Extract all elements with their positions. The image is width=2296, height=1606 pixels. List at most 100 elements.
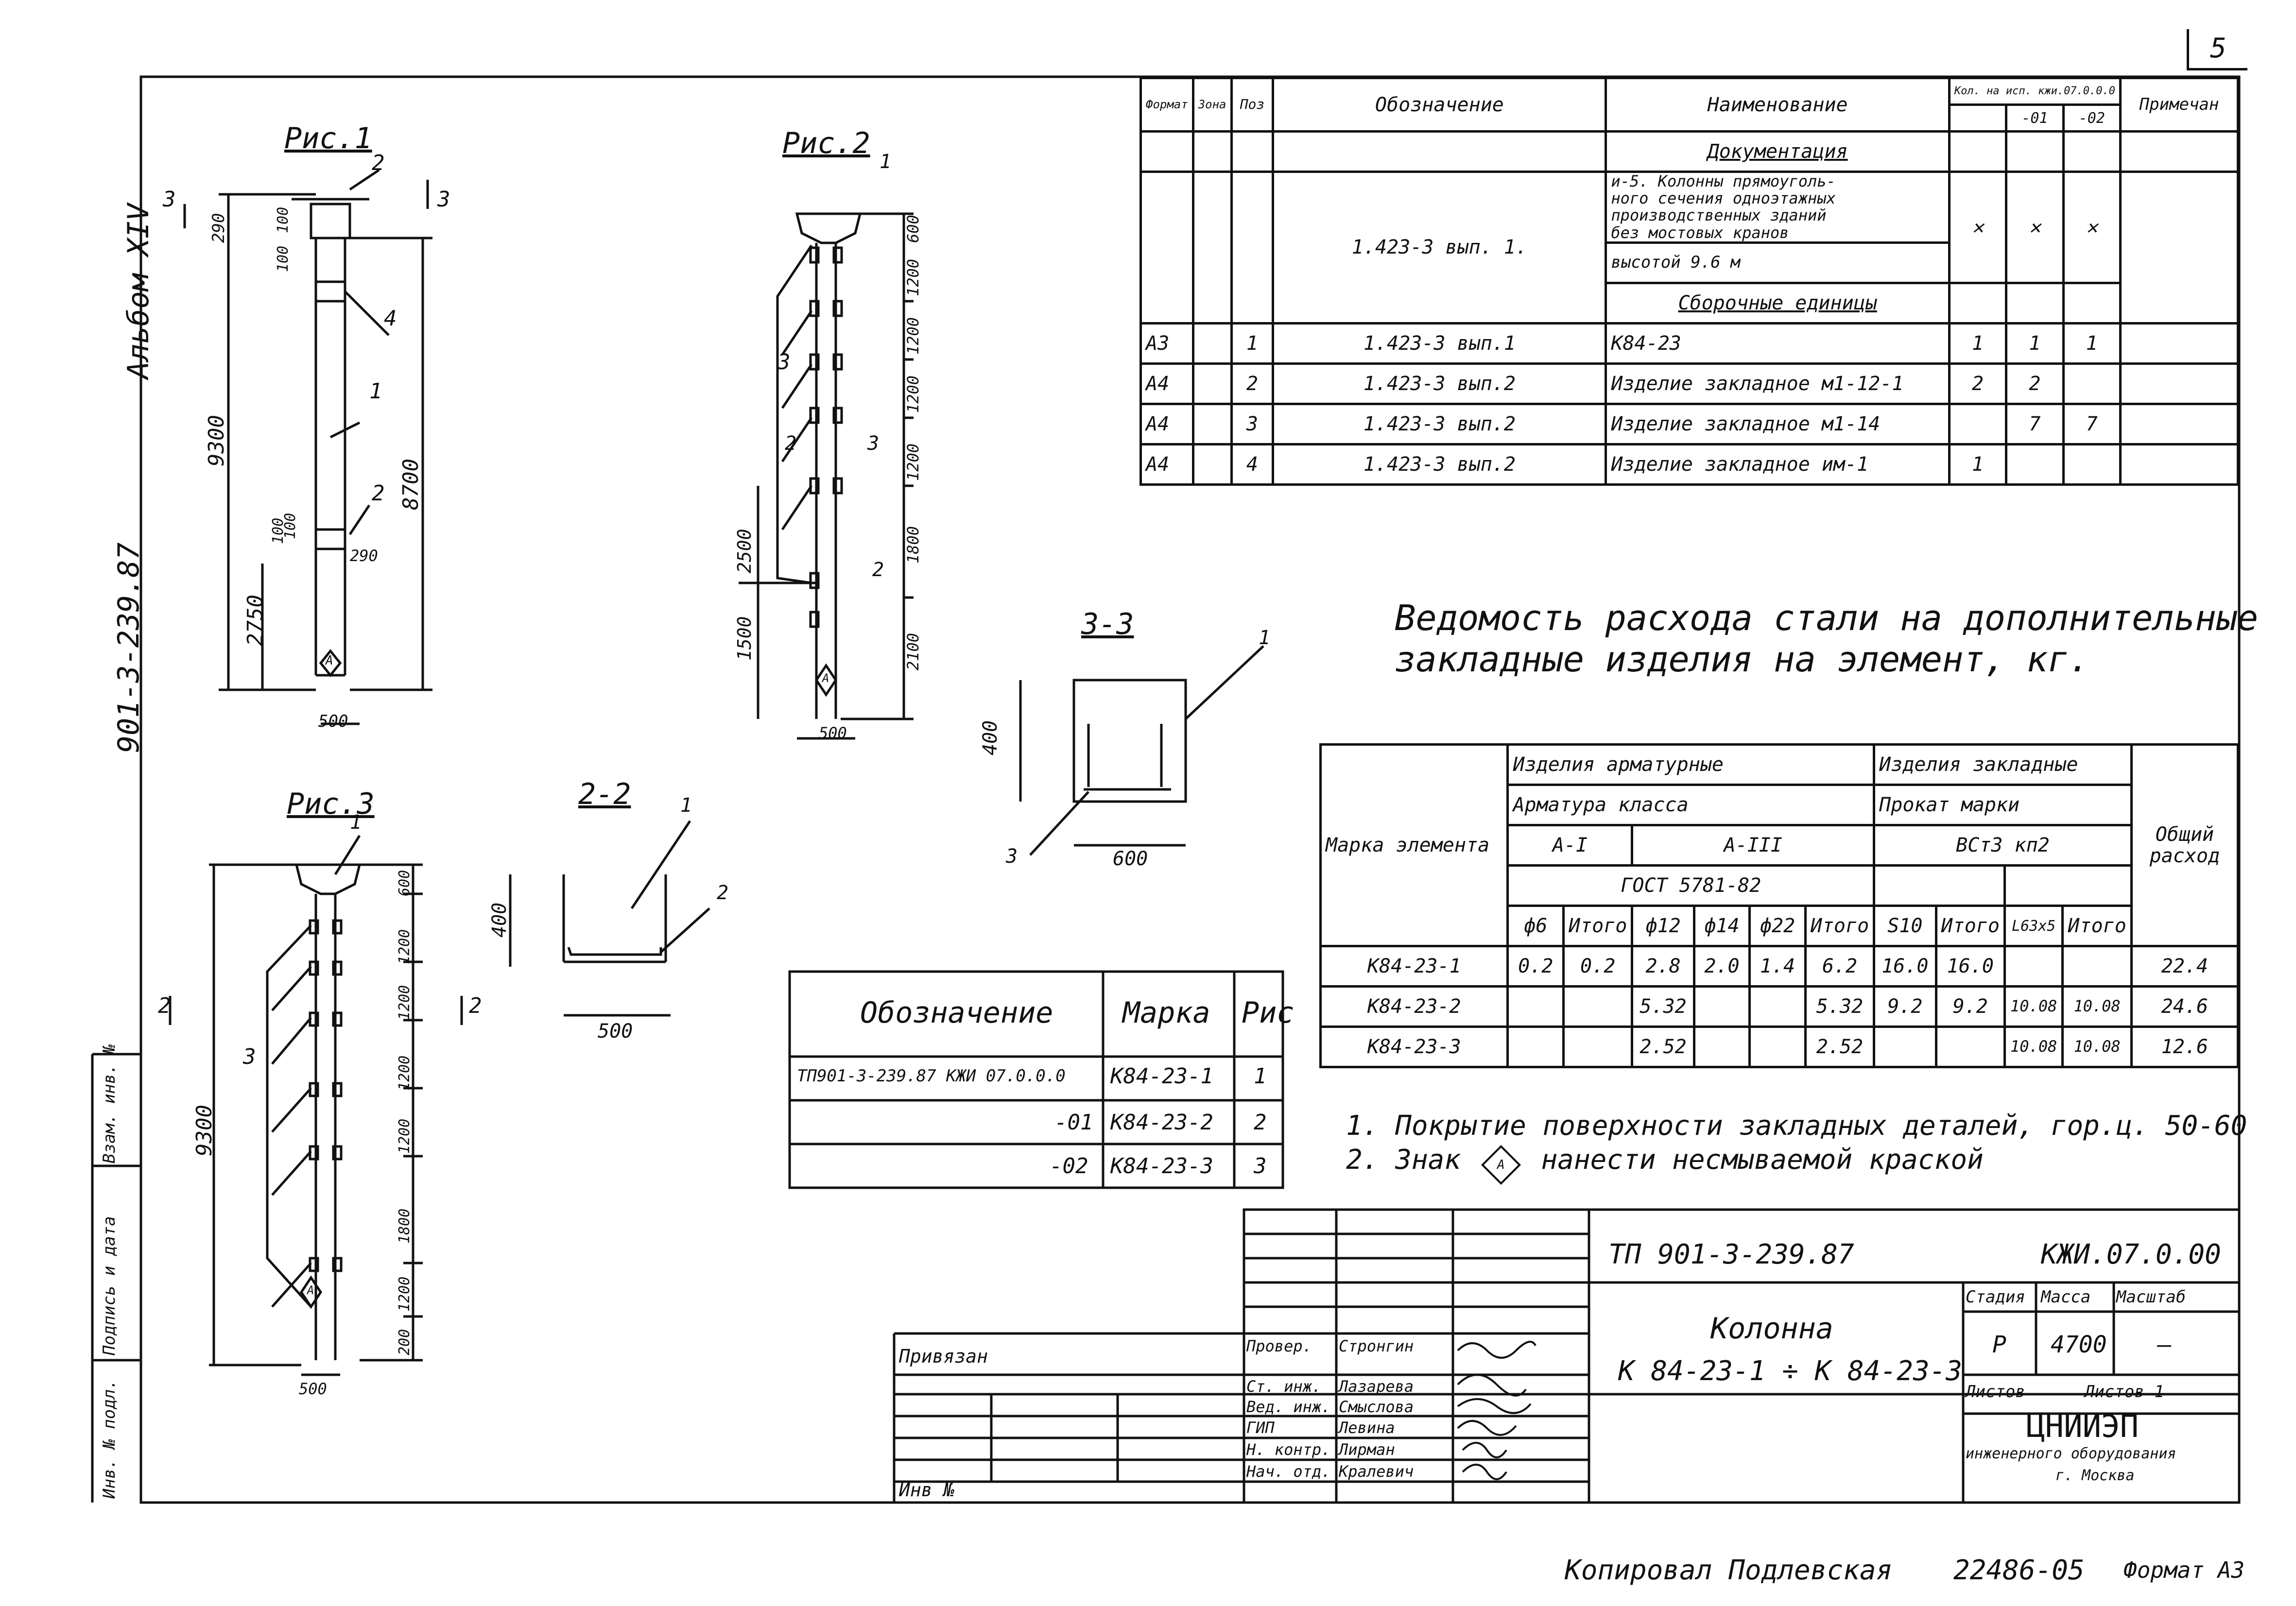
steel-cell: 5.32 — [1804, 985, 1876, 1028]
steel-cell: 9.2 — [1934, 985, 2006, 1028]
spec-row: A4 2 1.423-3 вып.2 Изделие закладное м1-… — [1139, 362, 2239, 405]
tb-person: Стронгин — [1339, 1337, 1414, 1355]
spec-doc-line: без мостовых кранов — [1611, 223, 1789, 242]
steel-cell — [1692, 985, 1751, 1028]
spec-cell: A4 — [1139, 443, 1194, 486]
variants-cell: К84-23-2 — [1110, 1110, 1213, 1135]
spec-h-designation: Обозначение — [1272, 77, 1607, 133]
section-3-3 — [1019, 645, 1264, 856]
steel-cell — [1562, 985, 1634, 1028]
spec-row: A4 4 1.423-3 вып.2 Изделие закладное им-… — [1139, 443, 2239, 486]
fig1-title: Рис.1 — [284, 121, 372, 155]
dim-text: 500 — [299, 1380, 327, 1398]
variants-cell: К84-23-3 — [1110, 1154, 1213, 1179]
steel-cell — [1748, 1025, 1807, 1068]
mark-a-icon: A — [326, 653, 333, 668]
callout: 1 — [680, 794, 692, 817]
spec-h-qty: Кол. на исп. кжи.07.0.0.0 — [1948, 77, 2122, 106]
steel-title-line: Ведомость расхода стали на дополнительны… — [1395, 598, 2259, 638]
callout: 2 — [717, 882, 729, 904]
spec-cell: 2 — [1230, 362, 1275, 405]
variants-cell: -02 — [1050, 1154, 1088, 1179]
dim-text: 500 — [598, 1020, 633, 1042]
note-2-text: 2. Знак — [1346, 1144, 1461, 1176]
variants-table-lines — [788, 970, 1284, 1189]
callout: 2 — [785, 432, 797, 455]
dim-text: 600 — [1113, 848, 1148, 870]
callout: 1 — [350, 811, 362, 834]
tb-inv: Инв № — [899, 1479, 955, 1501]
dim-text: 290 — [350, 547, 378, 565]
spec-h-name: Наименование — [1605, 77, 1951, 133]
steel-cell — [1506, 985, 1565, 1028]
variants-h-fig: Рис — [1242, 996, 1295, 1030]
spec-cell: 1.423-3 вып.1 — [1272, 322, 1607, 365]
steel-cell — [1506, 1025, 1565, 1068]
variants-h-mark: Марка — [1122, 996, 1210, 1030]
spec-cell: 1 — [2005, 322, 2065, 365]
note-1: 1. Покрытие поверхности закладных детале… — [1346, 1110, 2247, 1142]
cross-icon: ✕ — [1948, 171, 2008, 284]
spec-cell: A4 — [1139, 362, 1194, 405]
signature — [1462, 1464, 1507, 1480]
signature — [1457, 1374, 1527, 1397]
spec-cell: 1 — [1230, 322, 1275, 365]
callout: 1 — [1259, 627, 1271, 649]
mark-a-icon: A — [822, 671, 829, 685]
steel-cell — [2061, 945, 2133, 988]
tb-person: Кралевич — [1339, 1462, 1414, 1481]
steel-col: L63х5 — [2003, 905, 2064, 947]
tb-person: Левина — [1339, 1418, 1395, 1437]
variants-cell: 1 — [1254, 1064, 1267, 1089]
variants-cell: ТП901-3-239.87 КЖИ 07.0.0.0 — [797, 1066, 1066, 1086]
spec-cell: 7 — [2062, 402, 2122, 445]
signature — [1457, 1420, 1517, 1436]
spec-cell — [2062, 362, 2122, 405]
steel-h-a3: А-III — [1631, 824, 1876, 867]
tb-sheets-h: Листов 1 — [2085, 1382, 2164, 1401]
steel-cell: 0.2 — [1506, 945, 1565, 988]
tb-bound: Привязан — [899, 1346, 988, 1367]
cross-icon: ✕ — [2062, 171, 2122, 284]
spec-cell: 1 — [2062, 322, 2122, 365]
tb-mass-h: Масса — [2041, 1287, 2091, 1307]
steel-row: К84-23-2 5.32 5.32 9.2 9.2 10.08 10.08 2… — [1319, 985, 2240, 1028]
variants-cell: 2 — [1254, 1110, 1267, 1135]
spec-doc-line: производственных зданий — [1611, 206, 1827, 225]
callout: 1 — [880, 151, 892, 173]
steel-h-rebar: Изделия арматурные — [1506, 743, 1876, 786]
dim-text: 500 — [819, 724, 847, 742]
steel-cell — [1934, 1025, 2006, 1068]
dim-text: 500 — [318, 712, 348, 731]
tb-role: Ст. инж. — [1246, 1377, 1322, 1396]
steel-col: Итого — [1562, 905, 1634, 947]
spec-section-units: Сборочные единицы — [1605, 281, 1951, 325]
steel-h-gost: ГОСТ 5781-82 — [1506, 864, 1876, 907]
fig1-column — [183, 169, 432, 725]
spec-cell: 1.423-3 вып.2 — [1272, 362, 1607, 405]
steel-h-a1: А-I — [1506, 824, 1634, 867]
steel-table: Марка элемента Изделия арматурные Издели… — [1319, 743, 2240, 1068]
steel-col: Итого — [2061, 905, 2133, 947]
variants-cell: 3 — [1254, 1154, 1267, 1179]
spec-table: Формат Зона Поз Обозначение Наименование… — [1139, 77, 2239, 486]
signature — [1457, 1398, 1532, 1414]
tb-mass: 4700 — [2051, 1331, 2107, 1358]
steel-cell: 10.08 — [2061, 1025, 2133, 1068]
spec-cell: Изделие закладное м1-12-1 — [1605, 362, 1951, 405]
note-2: 2. Знак A нанести несмываемой краской — [1346, 1144, 1984, 1185]
steel-h-mark: Марка элемента — [1319, 743, 1509, 947]
steel-col: ф14 — [1692, 905, 1751, 947]
fig2-column — [739, 212, 914, 740]
steel-cell: 2.52 — [1804, 1025, 1876, 1068]
spec-h-02: -02 — [2062, 103, 2122, 133]
steel-row: К84-23-3 2.52 2.52 10.08 10.08 12.6 — [1319, 1025, 2240, 1068]
spec-cell — [2005, 443, 2065, 486]
signature — [1462, 1442, 1507, 1458]
cross-icon: ✕ — [2005, 171, 2065, 284]
steel-cell: 16.0 — [1934, 945, 2006, 988]
spec-h-format: Формат — [1139, 77, 1194, 133]
spec-cell: 4 — [1230, 443, 1275, 486]
drawing-frame — [139, 75, 2241, 1504]
